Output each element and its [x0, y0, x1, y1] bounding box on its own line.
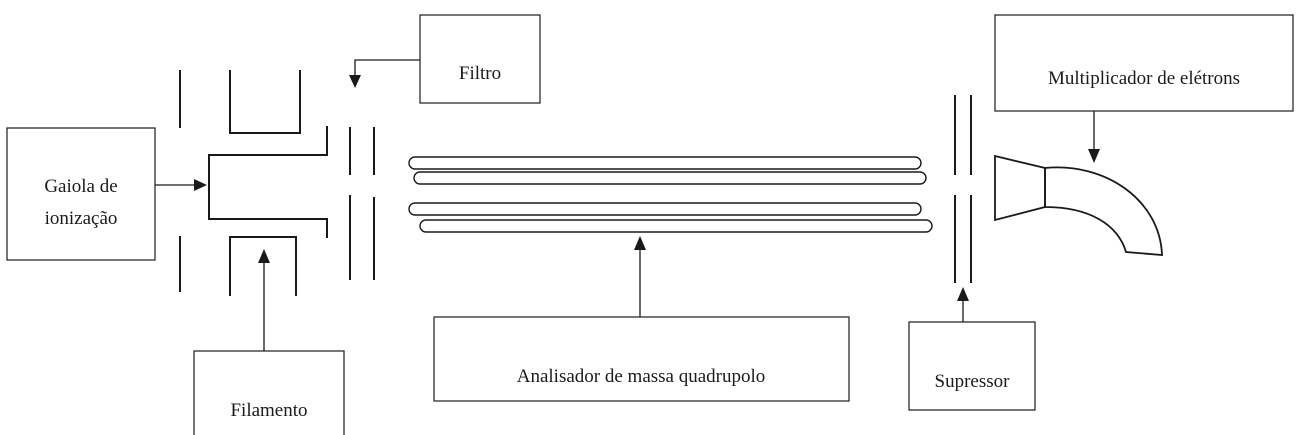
quadrupole-rod-2 — [413, 171, 927, 185]
multiplicador-label: Multiplicador de elétrons — [1048, 68, 1240, 89]
electron-multiplier — [994, 154, 1163, 256]
analisador-arrow — [634, 236, 646, 317]
filtro-arrow — [349, 59, 420, 88]
filamento-arrow — [258, 249, 270, 351]
supressor-arrow — [957, 287, 969, 322]
filamento-label: Filamento — [230, 400, 307, 421]
multiplier-funnel — [994, 154, 1046, 222]
supressor-label: Supressor — [935, 371, 1011, 392]
multiplier-horn — [1044, 166, 1163, 256]
supressor-box — [908, 321, 1036, 411]
quadrupole-rod-4 — [419, 219, 933, 233]
quadrupole-rods — [408, 156, 933, 233]
gaiola-box — [6, 127, 156, 261]
suppressor-plates — [954, 95, 972, 283]
filtro-box — [419, 14, 541, 104]
upper-cage-cup — [229, 70, 301, 134]
gaiola-label-line2: ionização — [45, 208, 118, 229]
analisador-box — [433, 316, 850, 402]
multiplicador-arrow — [1088, 111, 1100, 163]
quadrupole-rod-1 — [408, 156, 922, 170]
quadrupole-rod-3 — [408, 202, 922, 216]
filter-plates — [349, 127, 375, 280]
analisador-label: Analisador de massa quadrupolo — [517, 366, 766, 387]
lower-cage-cup — [229, 236, 297, 296]
filtro-label: Filtro — [459, 63, 501, 84]
ionization-cage — [208, 126, 328, 238]
gaiola-arrow — [155, 179, 207, 191]
gaiola-label-line1: Gaiola de — [44, 176, 117, 197]
multiplicador-box — [994, 14, 1294, 112]
filamento-box — [193, 350, 345, 435]
ion-source — [179, 70, 328, 296]
